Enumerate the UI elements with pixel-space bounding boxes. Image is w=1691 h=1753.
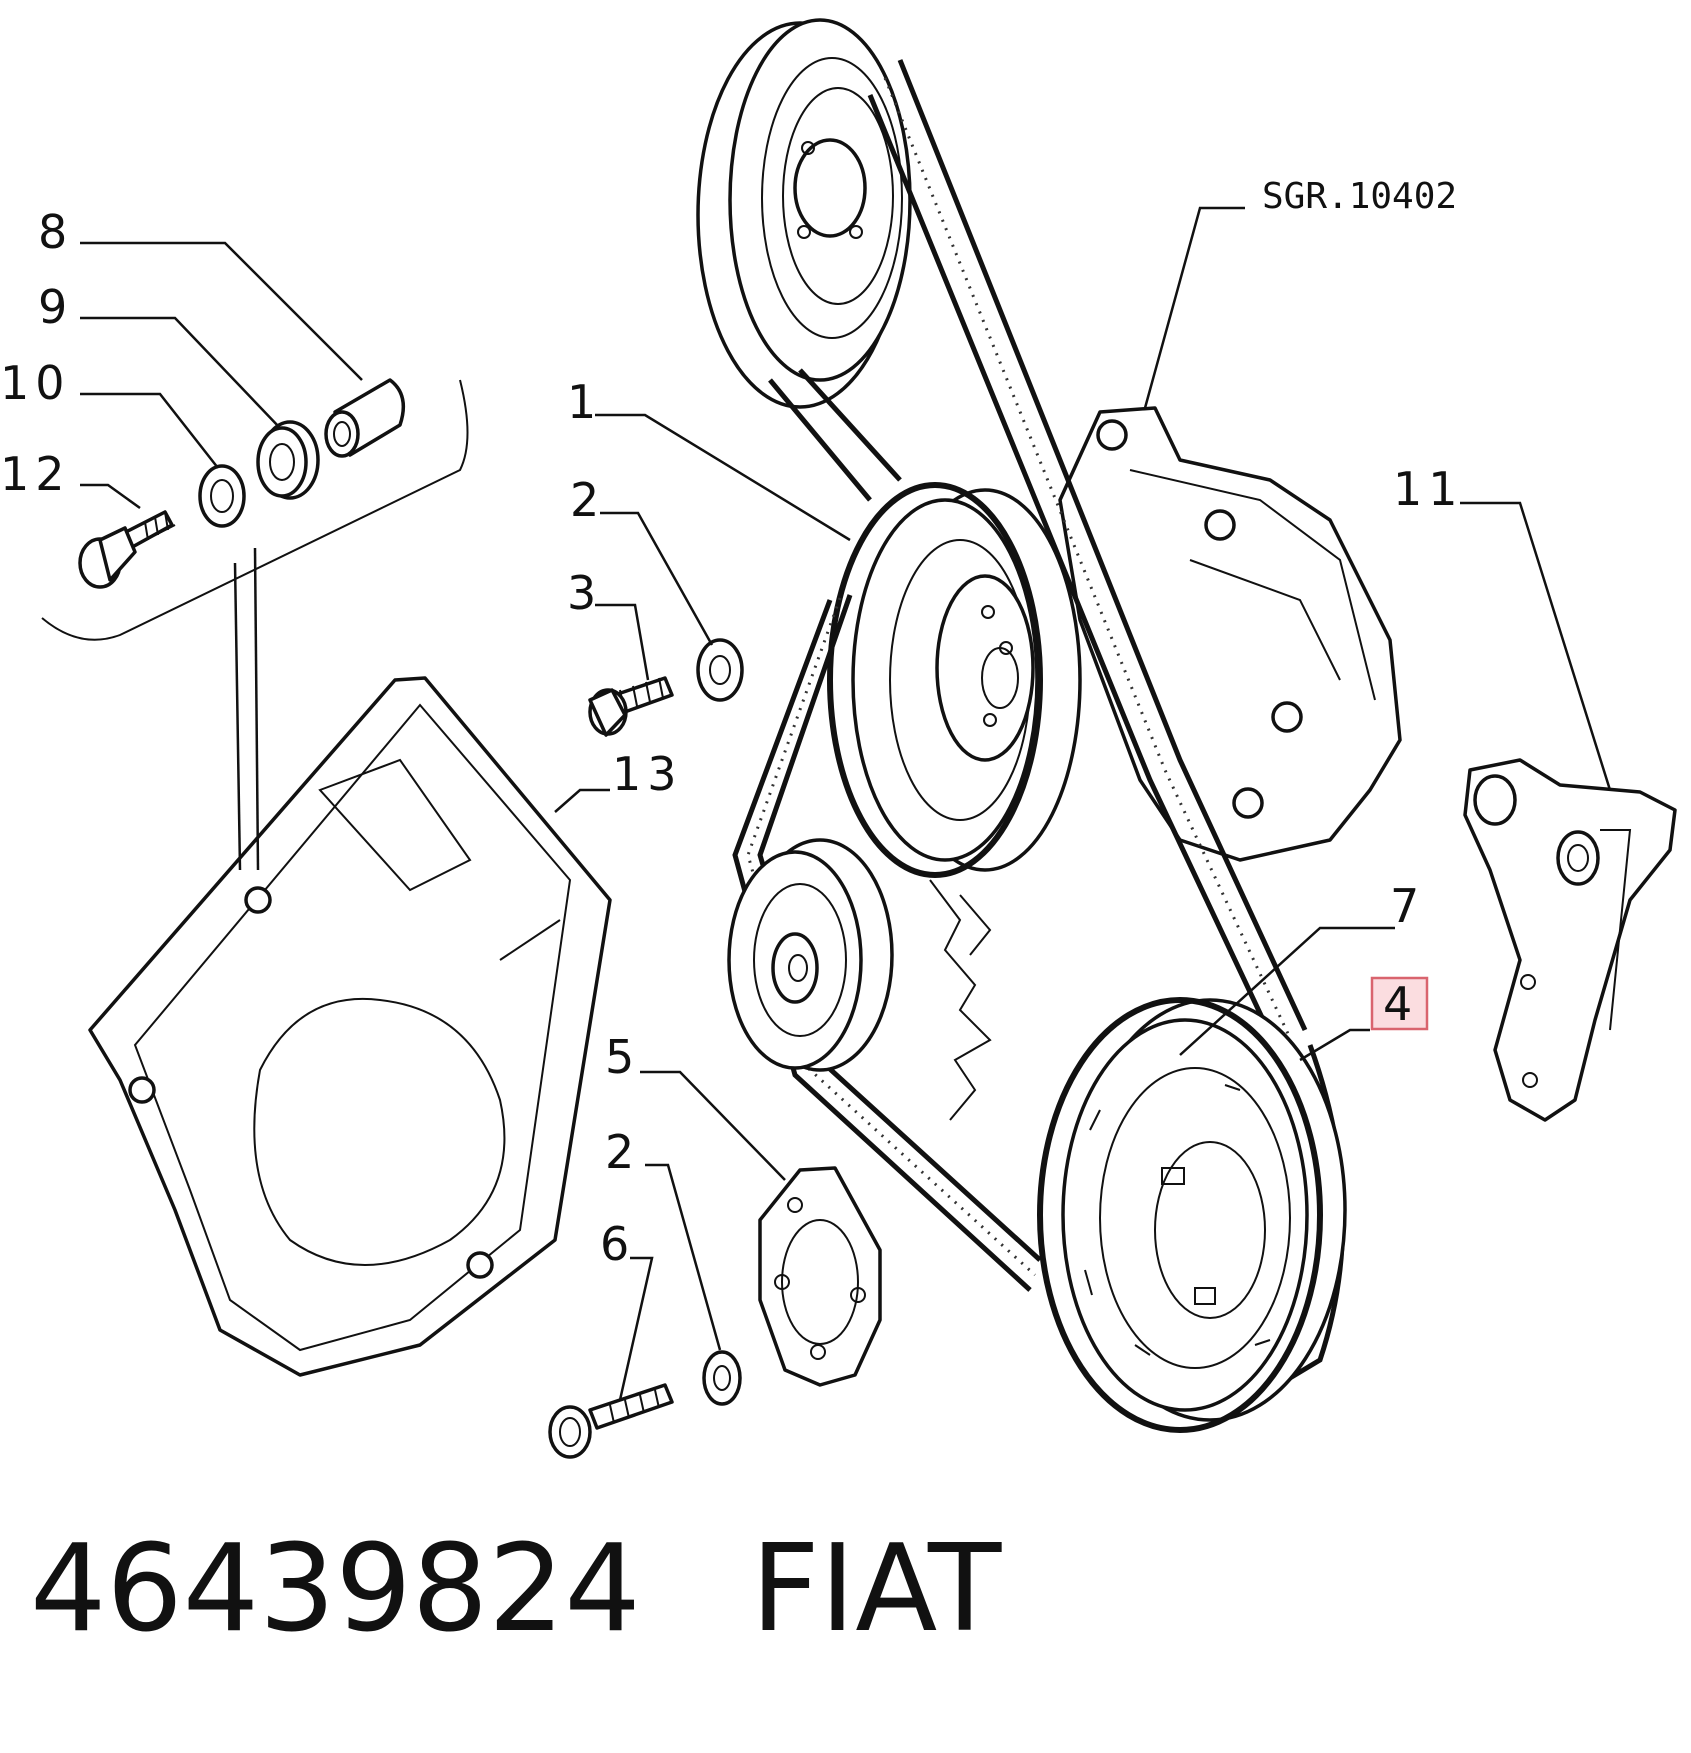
washer-2-lower bbox=[702, 1350, 742, 1406]
leader-4 bbox=[1299, 1028, 1370, 1062]
seal-washer bbox=[256, 420, 320, 500]
leader-3 bbox=[595, 603, 650, 681]
bracket-11 bbox=[1463, 758, 1677, 1122]
timing-cover bbox=[88, 676, 612, 1377]
callout-6: 6 bbox=[600, 1217, 635, 1271]
bolt-6 bbox=[548, 1383, 674, 1459]
callout-2-upper: 2 bbox=[570, 473, 605, 527]
leader-10 bbox=[80, 392, 219, 469]
fastener-group bbox=[41, 378, 469, 871]
callout-4: 4 bbox=[1383, 977, 1418, 1031]
callout-11: 11 bbox=[1393, 462, 1464, 516]
callout-13: 13 bbox=[612, 747, 683, 801]
callout-7: 7 bbox=[1390, 879, 1425, 933]
footer-caption: 46439824 FIAT bbox=[30, 1520, 1001, 1660]
leader-7 bbox=[1179, 926, 1395, 1056]
highlight-box-item-4 bbox=[1370, 976, 1429, 1031]
leader-lines bbox=[80, 206, 1612, 1401]
callout-1: 1 bbox=[567, 375, 602, 429]
leader-12 bbox=[80, 483, 141, 510]
bolt-12 bbox=[78, 510, 176, 589]
leader-2a bbox=[600, 511, 714, 646]
leader-8 bbox=[80, 241, 363, 381]
callout-12: 12 bbox=[0, 447, 71, 501]
leader-1 bbox=[595, 413, 851, 542]
callout-labels: 8 9 10 12 1 2 3 13 11 7 4 5 2 6 SGR.1040… bbox=[0, 176, 1464, 1271]
leader-6 bbox=[618, 1256, 654, 1401]
leader-13 bbox=[554, 788, 610, 813]
washer-2-upper bbox=[696, 638, 744, 702]
leader-5 bbox=[640, 1070, 786, 1181]
tensioner-bracket bbox=[929, 879, 992, 1121]
part-number: 46439824 bbox=[30, 1520, 641, 1659]
alternator-body bbox=[1058, 406, 1402, 862]
idler-pulley bbox=[727, 838, 894, 1072]
leader-2b bbox=[645, 1163, 722, 1351]
callout-2-lower: 2 bbox=[605, 1125, 640, 1179]
spacer-sleeve bbox=[324, 378, 406, 458]
callout-8: 8 bbox=[38, 205, 73, 259]
upper-belt bbox=[768, 59, 1308, 1047]
callout-5: 5 bbox=[605, 1030, 640, 1084]
reference-code: SGR.10402 bbox=[1262, 176, 1457, 217]
top-pulley bbox=[696, 18, 912, 409]
alternator-pulley bbox=[827, 482, 1082, 878]
crankshaft-pulley bbox=[1037, 997, 1347, 1433]
callout-9: 9 bbox=[38, 280, 73, 334]
callout-10: 10 bbox=[0, 356, 71, 410]
brand-name: FIAT bbox=[750, 1520, 1002, 1659]
callout-3: 3 bbox=[567, 566, 602, 620]
leader-ref bbox=[1143, 206, 1245, 409]
plain-washer bbox=[198, 464, 246, 528]
leader-11 bbox=[1460, 501, 1612, 791]
bolt-3-assembly bbox=[588, 676, 674, 737]
hub-plate-5 bbox=[758, 1166, 882, 1387]
leader-9 bbox=[80, 316, 281, 429]
